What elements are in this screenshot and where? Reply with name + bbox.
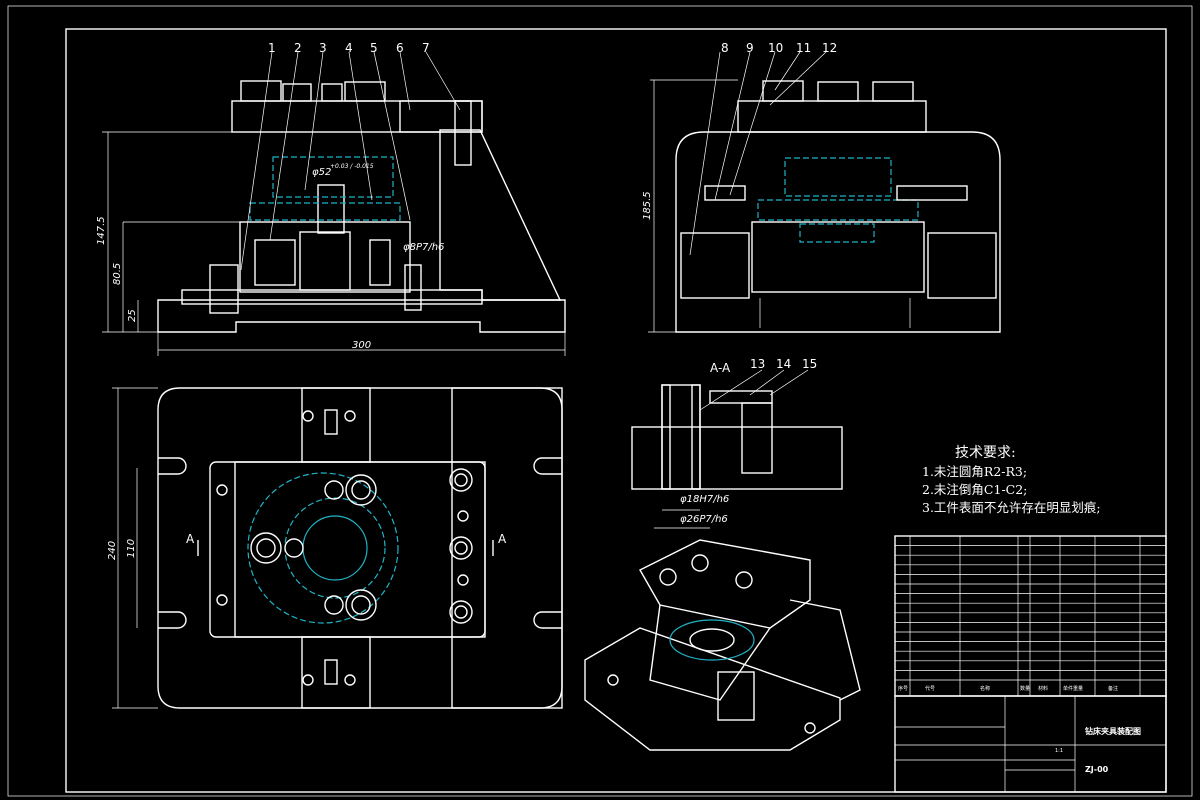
- label-3: 3: [319, 41, 327, 55]
- parts-list: [894, 535, 1167, 697]
- section-aa-title: A-A: [710, 361, 731, 375]
- requirement-1: 1.未注圆角R2-R3;: [922, 464, 1027, 479]
- label-6: 6: [396, 41, 404, 55]
- dim-147: 147.5: [96, 216, 107, 245]
- dim-fit8: φ8P7/h6: [403, 242, 444, 253]
- dim-fit18: φ18H7/h6: [680, 494, 729, 505]
- drawing-scale: 1:1: [1055, 748, 1063, 754]
- label-5: 5: [370, 41, 378, 55]
- inner-border: [65, 28, 1167, 793]
- requirement-2: 2.未注倒角C1-C2;: [922, 482, 1027, 497]
- label-7: 7: [422, 41, 430, 55]
- section-mark-a-left: A: [186, 532, 195, 546]
- dim-240: 240: [107, 541, 118, 560]
- section-mark-a-right: A: [498, 532, 507, 546]
- section-aa-view: [631, 369, 843, 529]
- header-code: 代号: [925, 685, 935, 692]
- dim-185: 185.5: [642, 191, 653, 220]
- header-material: 材料: [1038, 685, 1048, 692]
- requirements-title: 技术要求:: [955, 445, 1016, 461]
- header-index: 序号: [898, 685, 908, 692]
- label-2: 2: [294, 41, 302, 55]
- front-section-view: [102, 51, 566, 356]
- side-view: [648, 51, 1001, 333]
- dim-fit52: φ52: [312, 167, 331, 178]
- title-block: [894, 695, 1167, 793]
- top-view: [112, 387, 563, 709]
- dim-25: 25: [127, 309, 138, 322]
- label-4: 4: [345, 41, 353, 55]
- dim-80: 80.5: [112, 263, 123, 285]
- label-11: 11: [796, 41, 811, 55]
- label-15: 15: [802, 357, 817, 371]
- requirement-3: 3.工件表面不允许存在明显划痕;: [922, 500, 1101, 515]
- header-remark: 备注: [1108, 685, 1118, 692]
- dim-300: 300: [352, 340, 371, 351]
- label-8: 8: [721, 41, 729, 55]
- label-14: 14: [776, 357, 791, 371]
- dim-110: 110: [126, 539, 137, 558]
- header-name: 名称: [980, 685, 990, 692]
- drawing-number: ZJ-00: [1085, 765, 1109, 774]
- label-10: 10: [768, 41, 783, 55]
- technical-requirements: 技术要求: 1.未注圆角R2-R3; 2.未注倒角C1-C2; 3.工件表面不允…: [922, 445, 1101, 515]
- label-13: 13: [750, 357, 765, 371]
- title-block-texts: 钻床夹具装配图 ZJ-00 1:1 序号 代号 名称 数量 材料 单件重量 备注: [898, 685, 1141, 774]
- label-9: 9: [746, 41, 754, 55]
- dimension-texts: 147.5 80.5 25 300 185.5 240 110 φ52 +0.0…: [96, 163, 729, 560]
- outer-border: [7, 5, 1193, 797]
- drawing-title: 钻床夹具装配图: [1085, 726, 1141, 736]
- dim-fit52-tol: +0.03 / -0.015: [330, 163, 374, 170]
- header-weight: 单件重量: [1063, 685, 1083, 692]
- header-qty: 数量: [1020, 685, 1030, 692]
- isometric-view: [584, 539, 861, 751]
- label-1: 1: [268, 41, 276, 55]
- dim-fit26: φ26P7/h6: [680, 514, 728, 525]
- label-12: 12: [822, 41, 837, 55]
- section-marks: A-A A A: [186, 361, 731, 546]
- part-labels: 1 2 3 4 5 6 7 8 9 10 11 12 13 14 15: [268, 41, 837, 371]
